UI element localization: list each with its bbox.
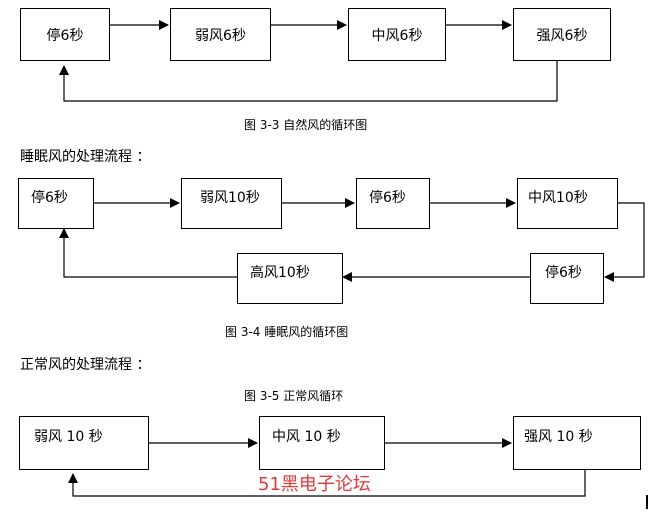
- section-heading: 睡眠风的处理流程 ：: [20, 149, 151, 165]
- node-mid-10s: 中风 10 秒: [259, 416, 385, 470]
- node-label: 停6秒: [369, 190, 406, 206]
- node-stop-6s: 停6秒: [530, 253, 604, 304]
- node-strong-6s: 强风6秒: [513, 8, 611, 61]
- node-label: 强风6秒: [536, 27, 588, 44]
- node-weak-6s: 弱风6秒: [170, 8, 271, 61]
- node-strong-10s: 强风 10 秒: [513, 416, 641, 470]
- section-heading: 正常风的处理流程 ：: [20, 357, 151, 373]
- fig35-arrows: [68, 438, 586, 497]
- node-weak-10s: 弱风10秒: [181, 178, 282, 229]
- fig33-arrows: [59, 20, 558, 102]
- node-high-10s: 高风10秒: [237, 253, 343, 304]
- node-label: 弱风10秒: [200, 190, 260, 206]
- node-label: 停6秒: [46, 27, 84, 44]
- node-label: 弱风6秒: [195, 27, 246, 44]
- arrow-return: [68, 470, 586, 497]
- node-label: 弱风 10 秒: [34, 429, 103, 445]
- text-cursor: [646, 495, 648, 509]
- node-label: 高风10秒: [250, 265, 310, 281]
- node-stop-6s: 停6秒: [356, 178, 430, 229]
- arrow-return: [59, 61, 558, 102]
- node-label: 中风6秒: [371, 27, 423, 44]
- figure-caption: 图 3-4 睡眠风的循环图: [225, 325, 349, 339]
- node-label: 中风10秒: [528, 190, 588, 206]
- figure-caption: 图 3-5 正常风循环: [244, 389, 344, 403]
- fig34-arrows: [59, 198, 645, 282]
- node-mid-6s: 中风6秒: [348, 8, 446, 61]
- node-mid-10s: 中风10秒: [517, 178, 618, 229]
- node-stop-6s: 停6秒: [20, 8, 110, 61]
- node-label: 停6秒: [31, 190, 68, 206]
- watermark: 51黑电子论坛: [258, 474, 371, 495]
- node-label: 强风 10 秒: [524, 429, 593, 445]
- node-weak-10s: 弱风 10 秒: [19, 416, 149, 470]
- node-label: 停6秒: [545, 265, 582, 281]
- arrow-4: [604, 202, 645, 282]
- arrow-return: [59, 228, 237, 278]
- node-stop-6s: 停6秒: [18, 178, 94, 229]
- node-label: 中风 10 秒: [272, 429, 341, 445]
- figure-caption: 图 3-3 自然风的循环图: [244, 118, 368, 132]
